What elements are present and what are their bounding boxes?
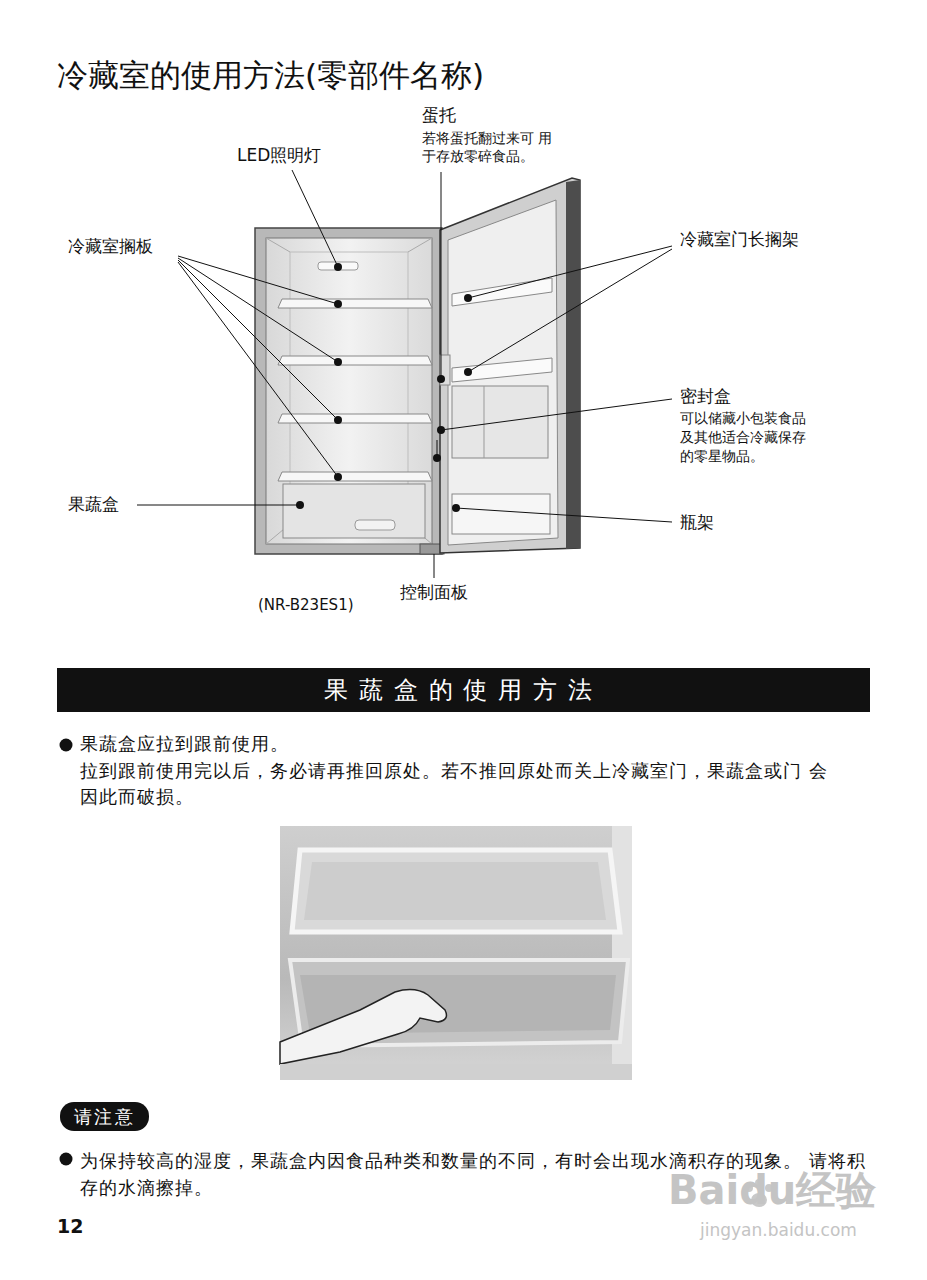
fridge-cabinet — [283, 484, 425, 538]
fridge-door — [484, 386, 485, 458]
leader-lines — [137, 170, 672, 578]
part-note: 若将蛋托翻过来可 用于存放零碎食品。 — [422, 129, 554, 165]
leader-lines — [178, 256, 338, 304]
leader-lines — [178, 260, 338, 420]
crisper-photo — [280, 990, 446, 1064]
fridge-cabinet — [278, 299, 432, 308]
leader-lines — [468, 249, 672, 372]
watermark: jingyan.baidu.com — [700, 1220, 857, 1241]
part-name: 瓶架 — [680, 512, 714, 533]
leader-dots — [296, 263, 472, 512]
crisper-photo — [304, 862, 606, 920]
crisper-photo — [280, 826, 632, 1080]
page-title: 冷藏室的使用方法(零部件名称) — [57, 56, 484, 95]
fridge-cabinet — [278, 472, 432, 481]
fridge-cabinet — [266, 238, 432, 544]
model-number: (NR-B23ES1) — [258, 596, 354, 615]
fridge-cabinet — [266, 238, 290, 252]
leader-dots — [296, 501, 304, 509]
fridge-door — [452, 358, 552, 382]
fridge-door — [448, 200, 558, 545]
part-name: 果蔬盒 — [68, 494, 119, 515]
body-text: 果蔬盒应拉到跟前使用。 — [80, 733, 289, 756]
node-text: 果蔬盒的使用方法 — [324, 674, 602, 706]
leader-lines — [292, 170, 338, 267]
bullet-dots — [60, 1153, 73, 1166]
fridge-cabinet — [318, 262, 358, 270]
part-name: 冷藏室搁板 — [68, 236, 153, 257]
part-name: 密封盒 — [680, 386, 731, 407]
leader-dots — [334, 416, 342, 424]
fridge-cabinet — [408, 238, 432, 252]
notice-pill: 请注意 — [60, 1102, 149, 1131]
fridge-door — [566, 180, 580, 549]
fridge-cabinet — [290, 252, 408, 524]
bullet-dots — [60, 739, 73, 752]
fridge-door — [452, 494, 550, 534]
node-text: 请注意 — [74, 1105, 134, 1129]
leader-dots — [334, 473, 342, 481]
leader-dots — [437, 375, 445, 383]
leader-dots — [452, 504, 460, 512]
leader-lines — [441, 172, 442, 379]
part-note: 可以储藏小包装食品 及其他适合冷藏保存 的零星物品。 — [680, 409, 814, 466]
leader-dots — [334, 263, 342, 271]
leader-dots — [433, 454, 441, 462]
page-number: 12 — [57, 1215, 83, 1239]
leader-dots — [334, 358, 342, 366]
part-name: 蛋托 — [422, 105, 456, 126]
section-band: 果蔬盒的使用方法 — [57, 668, 870, 712]
body-text: 拉到跟前使用完以后，务必请再推回原处。若不推回原处而关上冷藏室门，果蔬盒或门 会… — [80, 758, 832, 810]
crisper-photo — [280, 826, 632, 1080]
part-name: LED照明灯 — [237, 145, 321, 166]
fridge-cabinet — [278, 356, 432, 365]
fridge-door — [452, 278, 552, 306]
fridge-door — [440, 178, 580, 553]
leader-dots — [437, 426, 445, 434]
crisper-photo — [292, 850, 620, 932]
leader-lines — [468, 246, 672, 298]
leader-dots — [464, 294, 472, 302]
leader-lines — [178, 258, 338, 362]
leader-dots — [464, 368, 472, 376]
crisper-photo — [280, 1064, 632, 1080]
part-name: 控制面板 — [400, 582, 468, 603]
leader-lines — [434, 554, 435, 578]
part-name: 冷藏室门长搁架 — [680, 229, 799, 250]
fridge-door — [440, 178, 580, 553]
watermark: Baidu经验 — [668, 1165, 876, 1215]
leader-lines — [137, 505, 300, 506]
leader-lines — [456, 508, 672, 522]
fridge-cabinet — [355, 520, 395, 530]
leader-dots — [334, 300, 342, 308]
leader-lines — [178, 262, 338, 477]
fridge-cabinet — [278, 414, 432, 423]
leader-lines — [441, 399, 672, 430]
